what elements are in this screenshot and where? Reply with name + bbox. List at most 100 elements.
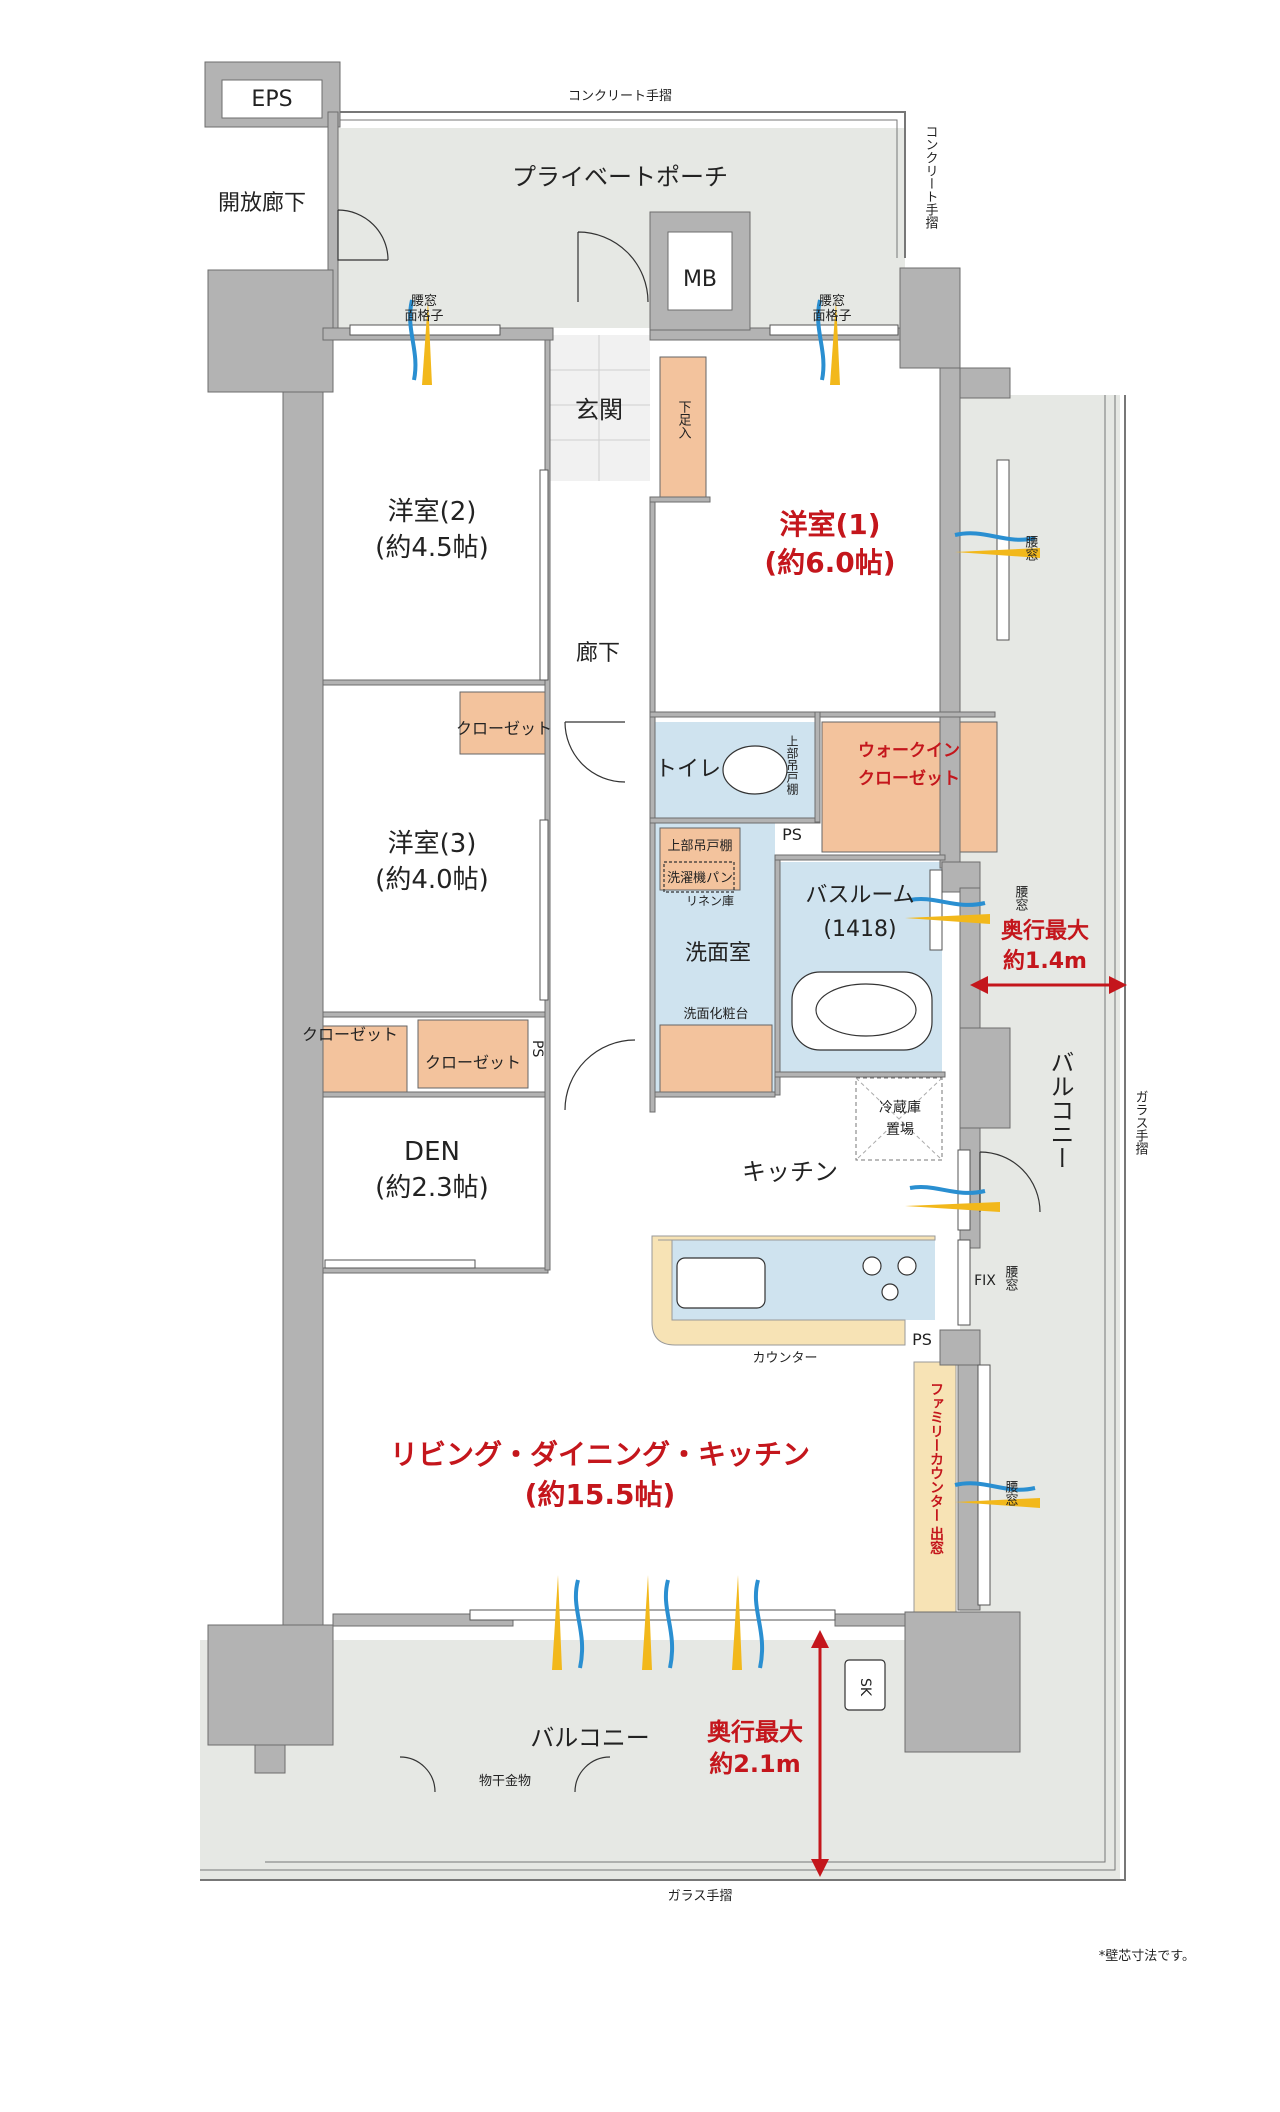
airflow-icon bbox=[955, 548, 1040, 558]
senmenshitsu-label: 洗面室 bbox=[685, 941, 751, 966]
airflow-icon bbox=[909, 897, 986, 907]
family-counter-label: ファミリーカウンター 出窓 bbox=[928, 1382, 944, 1556]
wic-label: ウォークイン bbox=[858, 741, 960, 761]
sk-label: SK bbox=[857, 1678, 873, 1697]
closet-label: クローゼット bbox=[456, 719, 552, 738]
family-counter-area bbox=[913, 1361, 957, 1623]
western2-name: 洋室(2) bbox=[388, 497, 477, 527]
doors bbox=[337, 209, 1041, 1793]
dimension-arrows bbox=[811, 976, 1127, 1877]
window-den-south bbox=[324, 1259, 476, 1269]
labels: EPS コンクリート手摺 コンクリート手摺 開放廊下 プライベートポーチ MB … bbox=[218, 87, 1195, 1964]
airflow-icon bbox=[642, 1575, 652, 1670]
laundry-cabinet bbox=[659, 827, 741, 891]
stove-burner-icon bbox=[897, 1256, 917, 1276]
vanity-label: 洗面化粧台 bbox=[683, 1007, 748, 1022]
airflow-icon bbox=[732, 1575, 742, 1670]
fridge-label: 冷蔵庫 bbox=[879, 1099, 921, 1116]
vanity-counter bbox=[659, 1024, 773, 1094]
depth-label: 約1.4m bbox=[1003, 948, 1087, 974]
closet-c-area bbox=[417, 1019, 529, 1089]
counter-label: カウンター bbox=[752, 1351, 817, 1366]
depth-label: 約2.1m bbox=[709, 1750, 801, 1778]
airflow-icon bbox=[830, 300, 840, 385]
eps-box bbox=[221, 79, 323, 119]
window-grille-label: 面格子 bbox=[404, 308, 443, 324]
toilet-bowl-icon bbox=[722, 745, 788, 795]
corridor-label: 廊下 bbox=[576, 641, 620, 666]
western1-size: (約6.0帖) bbox=[764, 546, 895, 579]
private-porch-area bbox=[333, 128, 905, 328]
western1-name: 洋室(1) bbox=[779, 508, 880, 541]
bathroom-name: バスルーム bbox=[805, 883, 914, 908]
window-kitchen-door bbox=[957, 1149, 971, 1231]
genkan-grid bbox=[548, 335, 650, 481]
koshimado-label: 腰窓 bbox=[1003, 1265, 1019, 1291]
western3-name: 洋室(3) bbox=[388, 829, 477, 859]
concrete-rail-label: コンクリート手摺 bbox=[568, 89, 672, 104]
airflow-icon bbox=[909, 1185, 986, 1195]
kitchen-label: キッチン bbox=[742, 1158, 838, 1186]
laundry-hanger-label: 物干金物 bbox=[479, 1773, 531, 1789]
depth-label: 奥行最大 bbox=[1001, 918, 1089, 944]
washer-pan-icon bbox=[663, 861, 735, 893]
den-size: (約2.3帖) bbox=[375, 1173, 489, 1203]
koshimado-label: 腰窓 bbox=[1003, 1480, 1019, 1506]
toilet-cabinet-label: 上部吊戸棚 bbox=[785, 735, 799, 796]
window-grille-label: 腰窓 bbox=[819, 293, 845, 309]
balcony-bottom-label: バルコニー bbox=[530, 1724, 650, 1752]
eps-label: EPS bbox=[251, 87, 292, 112]
closet-label: クローゼット bbox=[425, 1053, 521, 1072]
airflow-icon bbox=[422, 300, 432, 385]
laundry-cabinet-label: 上部吊戸棚 bbox=[667, 839, 732, 854]
window-kitchen-fix bbox=[957, 1239, 971, 1326]
den-name: DEN bbox=[404, 1137, 460, 1167]
depth-label: 奥行最大 bbox=[707, 1718, 803, 1746]
glass-rail-bottom-label: ガラス手摺 bbox=[668, 1889, 733, 1904]
stove-burner-icon bbox=[862, 1256, 882, 1276]
mb-label: MB bbox=[683, 267, 717, 292]
footnote: *壁芯寸法です。 bbox=[1099, 1949, 1195, 1964]
sk-sink-icon bbox=[844, 1659, 886, 1711]
washer-pan-label: 洗濯機パン bbox=[667, 871, 733, 886]
sliding-doors-w3 bbox=[539, 819, 549, 1001]
airflow-icon bbox=[905, 1202, 1000, 1212]
fridge-label: 置場 bbox=[886, 1122, 914, 1138]
private-porch-label: プライベートポーチ bbox=[512, 163, 728, 191]
counter-strip bbox=[651, 1235, 936, 1346]
balcony-side-label: バルコニー bbox=[1046, 1050, 1074, 1170]
sink-icon bbox=[676, 1257, 766, 1309]
western2-size: (約4.5帖) bbox=[375, 533, 489, 563]
bathroom-size: (1418) bbox=[823, 917, 896, 942]
window-ldk-south bbox=[469, 1609, 836, 1621]
koshimado-label: 腰窓 bbox=[1023, 535, 1039, 561]
airflow-icon bbox=[905, 914, 990, 924]
stove-burner-icon bbox=[881, 1283, 899, 1301]
fix-label: FIX bbox=[974, 1273, 996, 1289]
airflow-icon bbox=[663, 1579, 675, 1669]
toilet-label: トイレ bbox=[655, 757, 721, 782]
shoe-box-label: 下足入 bbox=[676, 400, 692, 439]
walls bbox=[204, 61, 1021, 1774]
airflow-icon bbox=[954, 531, 1036, 542]
airflow-icon bbox=[955, 1498, 1040, 1508]
window-north-left bbox=[349, 324, 501, 336]
airflow-icon bbox=[573, 1579, 585, 1669]
ps-label: PS bbox=[912, 1330, 932, 1349]
glass-rail-side-label: ガラス手摺 bbox=[1133, 1090, 1149, 1155]
ps-label: PS bbox=[529, 1040, 545, 1057]
genkan-label: 玄関 bbox=[575, 396, 623, 424]
closet-label: クローゼット bbox=[302, 1025, 398, 1044]
concrete-rail-side-label: コンクリート手摺 bbox=[923, 125, 939, 229]
koshimado-label: 腰窓 bbox=[1013, 885, 1029, 911]
ventilation-arrows bbox=[408, 299, 1040, 1670]
window-grille-label: 腰窓 bbox=[411, 293, 437, 309]
airflow-icon bbox=[954, 1481, 1036, 1492]
wic-label: クローゼット bbox=[858, 768, 960, 789]
appliances bbox=[663, 745, 933, 1711]
airflow-icon bbox=[408, 299, 418, 381]
window-grille-label: 面格子 bbox=[812, 308, 851, 324]
airflow-icon bbox=[552, 1575, 562, 1670]
sliding-doors-w2 bbox=[539, 469, 549, 681]
